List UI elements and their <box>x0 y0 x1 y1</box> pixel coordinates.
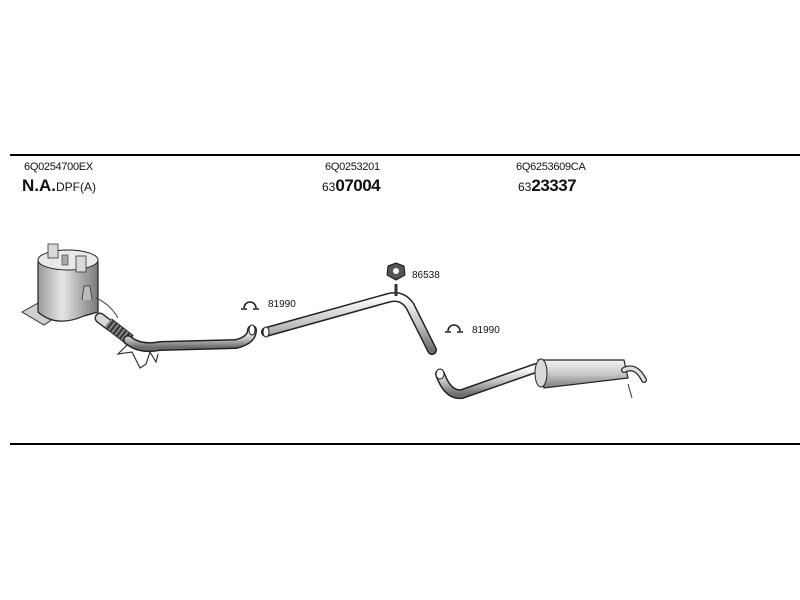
order-number-middle-pipe: 6307004 <box>322 176 381 196</box>
order-number-dpf: N.A.DPF(A) <box>22 176 96 196</box>
order-code: 07004 <box>335 176 381 195</box>
part-number-dpf: 6Q0254700EX <box>24 161 93 173</box>
gasket-icon <box>386 262 406 281</box>
order-prefix: 63 <box>518 180 532 194</box>
rear-silencer <box>435 358 647 400</box>
na-label: N.A. <box>22 176 56 195</box>
order-number-rear-silencer: 6323337 <box>518 176 577 196</box>
middle-pipe <box>261 284 437 355</box>
top-divider <box>10 154 800 156</box>
order-prefix: 63 <box>322 180 336 194</box>
dpf-label: DPF(A) <box>56 180 96 194</box>
clamp-icon <box>241 301 259 310</box>
dpf-unit <box>20 243 119 326</box>
order-code: 23337 <box>531 176 577 195</box>
part-number-middle-pipe: 6Q0253201 <box>325 161 380 173</box>
callout-gasket: 86538 <box>412 270 440 281</box>
clamp-icon <box>445 324 463 333</box>
callout-clamp-right: 81990 <box>472 325 500 336</box>
callout-clamp-left: 81990 <box>268 299 296 310</box>
bottom-divider <box>10 443 800 445</box>
part-number-rear-silencer: 6Q6253609CA <box>516 161 586 173</box>
front-pipe <box>94 312 257 369</box>
